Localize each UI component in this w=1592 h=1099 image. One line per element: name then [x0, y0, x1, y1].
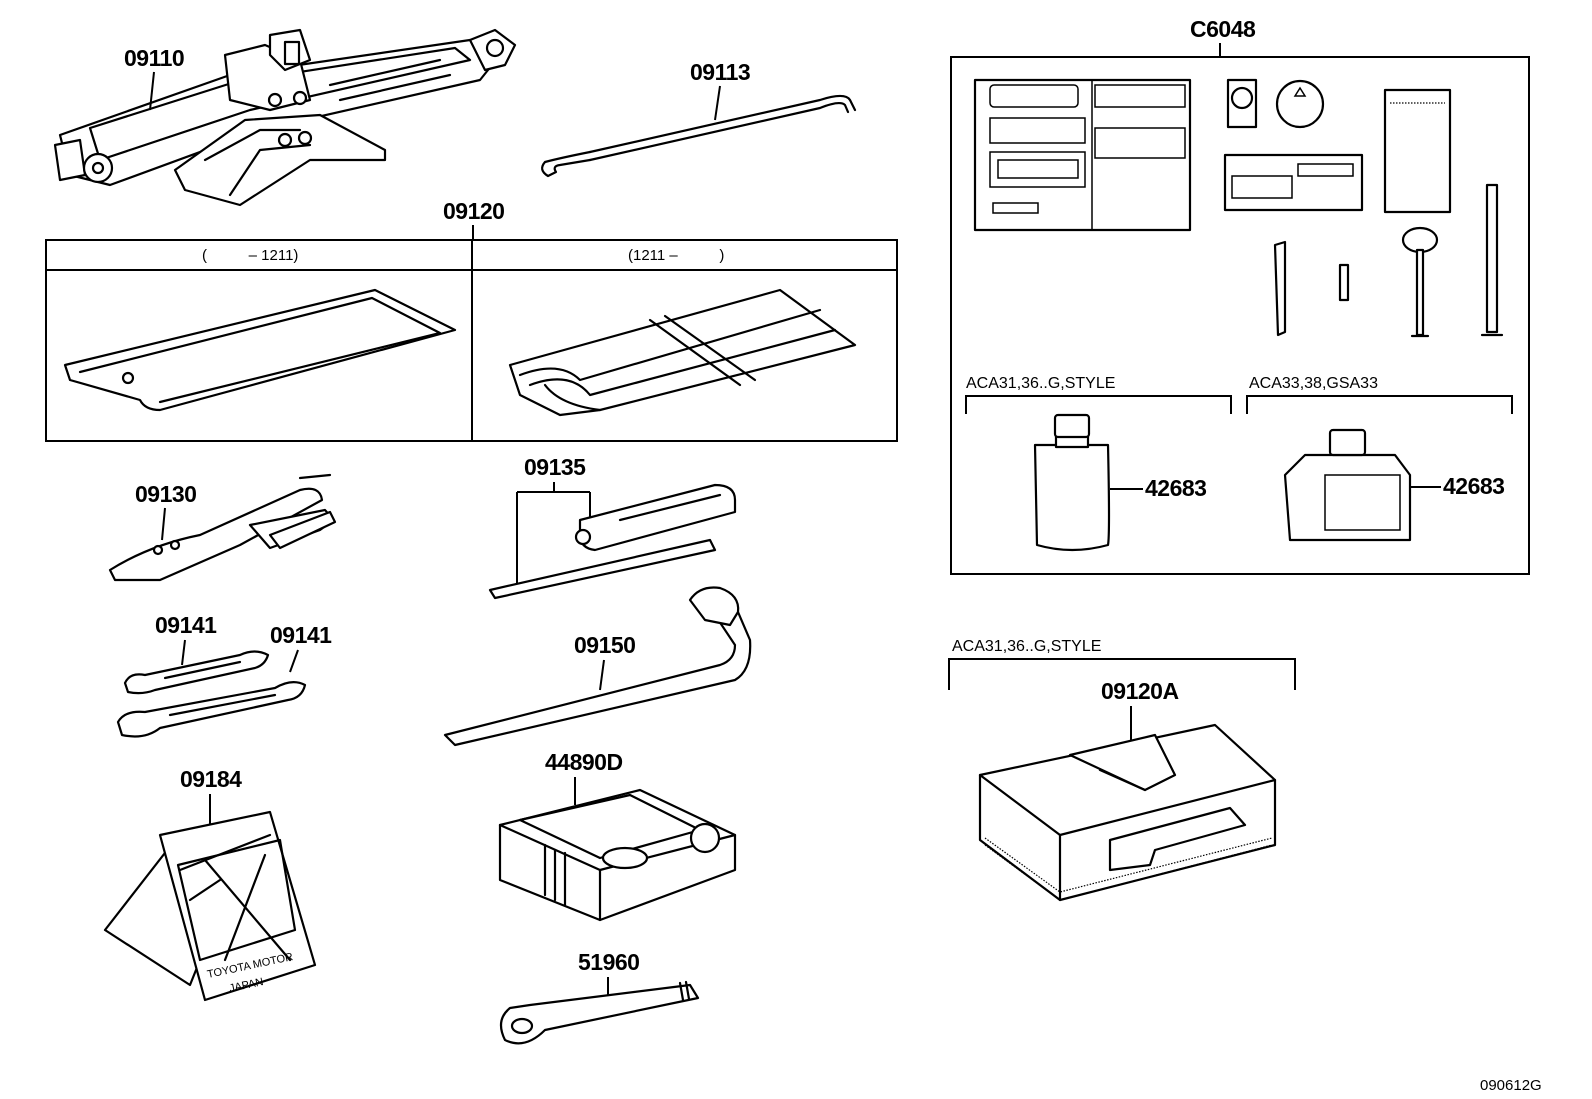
lug-wrench[interactable] [443, 586, 752, 747]
inflator-hose-cap [1401, 226, 1439, 338]
repair-kit-box [950, 56, 1530, 575]
part-number-09130[interactable]: 09130 [135, 481, 197, 507]
part-number-09150[interactable]: 09150 [574, 632, 636, 658]
instruction-sheet-large [973, 78, 1192, 232]
part-number-09120A[interactable]: 09120A [1101, 678, 1179, 704]
instruction-card-tall [1383, 88, 1452, 214]
part-number-42683-square[interactable]: 42683 [1443, 473, 1505, 499]
scissor-jack[interactable] [53, 28, 517, 207]
open-end-wrench-large[interactable] [116, 681, 307, 738]
part-number-09110[interactable]: 09110 [124, 45, 185, 71]
pliers[interactable] [108, 473, 337, 582]
warning-triangle-stand[interactable] [103, 810, 317, 1002]
tool-bag-right-header: (1211 – ) [628, 247, 724, 264]
tire-compressor[interactable] [498, 788, 737, 922]
tool-bag-table [45, 239, 898, 442]
diagram-code: 090612G [1480, 1077, 1542, 1094]
towing-eye[interactable] [499, 980, 700, 1045]
speed-sticker [1275, 79, 1325, 129]
part-number-09120[interactable]: 09120 [443, 198, 505, 224]
kit-case-style-note: ACA31,36..G,STYLE [952, 638, 1101, 655]
sealant-bottle-round[interactable] [1033, 413, 1111, 552]
sealant-bottle-square[interactable] [1283, 428, 1412, 542]
label-sheet [1223, 153, 1364, 212]
tool-bag-flat[interactable] [63, 288, 457, 412]
valve-core-tool [1273, 240, 1287, 337]
sealant-left-style-note: ACA31,36..G,STYLE [966, 375, 1115, 392]
part-number-09141-a[interactable]: 09141 [155, 612, 218, 638]
part-number-51960[interactable]: 51960 [578, 949, 640, 975]
part-number-09135[interactable]: 09135 [524, 454, 587, 480]
part-number-09113[interactable]: 09113 [690, 59, 751, 85]
part-number-44890D[interactable]: 44890D [545, 749, 623, 775]
sealant-right-style-note: ACA33,38,GSA33 [1249, 375, 1378, 392]
filler-hose [1480, 183, 1504, 337]
part-number-09141-b[interactable]: 09141 [270, 622, 333, 648]
open-end-wrench-small[interactable] [123, 650, 270, 695]
valve-core-card [1226, 78, 1258, 129]
part-number-C6048[interactable]: C6048 [1190, 16, 1256, 42]
valve-core [1338, 263, 1350, 302]
jack-handle[interactable] [541, 94, 857, 178]
screwdriver[interactable] [488, 483, 737, 600]
part-number-09184[interactable]: 09184 [180, 766, 243, 792]
kit-storage-case[interactable] [978, 723, 1277, 902]
part-number-42683-round[interactable]: 42683 [1145, 475, 1207, 501]
tool-bag-rolled[interactable] [508, 288, 857, 417]
tool-bag-left-header: ( – 1211) [202, 247, 298, 264]
